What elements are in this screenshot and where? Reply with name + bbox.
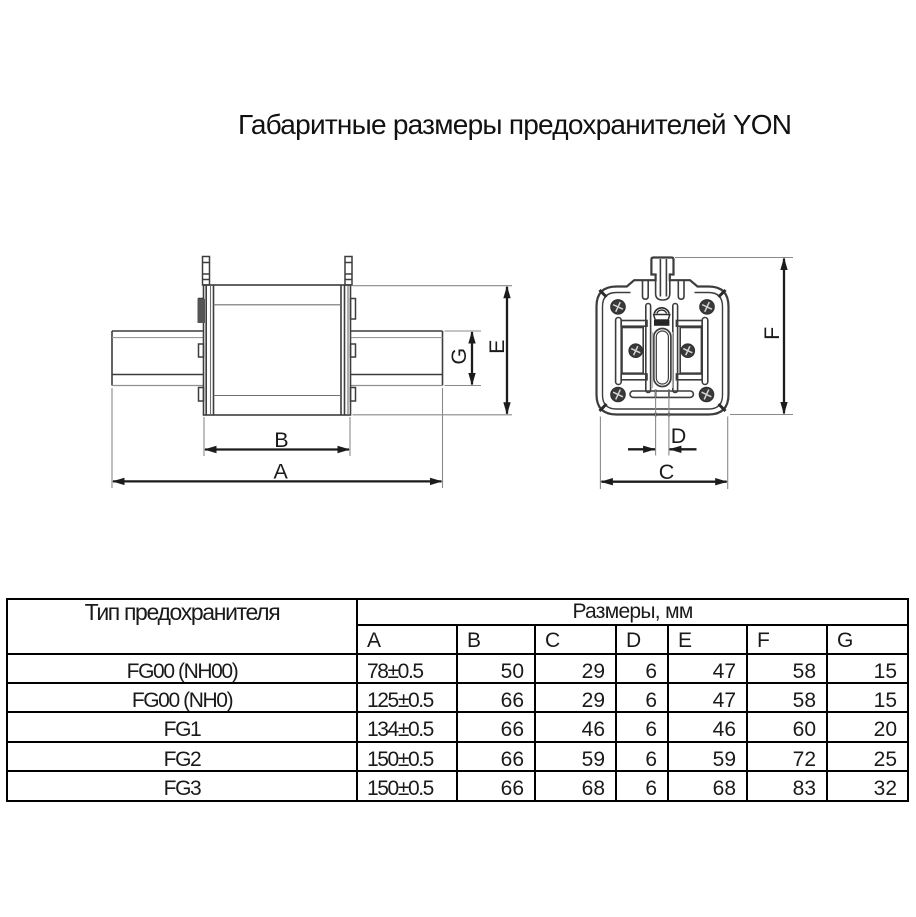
svg-text:B: B	[274, 428, 288, 452]
svg-text:C: C	[659, 460, 675, 484]
svg-text:E: E	[485, 340, 509, 354]
svg-text:G: G	[447, 348, 471, 365]
svg-text:D: D	[671, 424, 687, 448]
svg-text:F: F	[760, 327, 784, 340]
svg-text:A: A	[274, 460, 289, 484]
